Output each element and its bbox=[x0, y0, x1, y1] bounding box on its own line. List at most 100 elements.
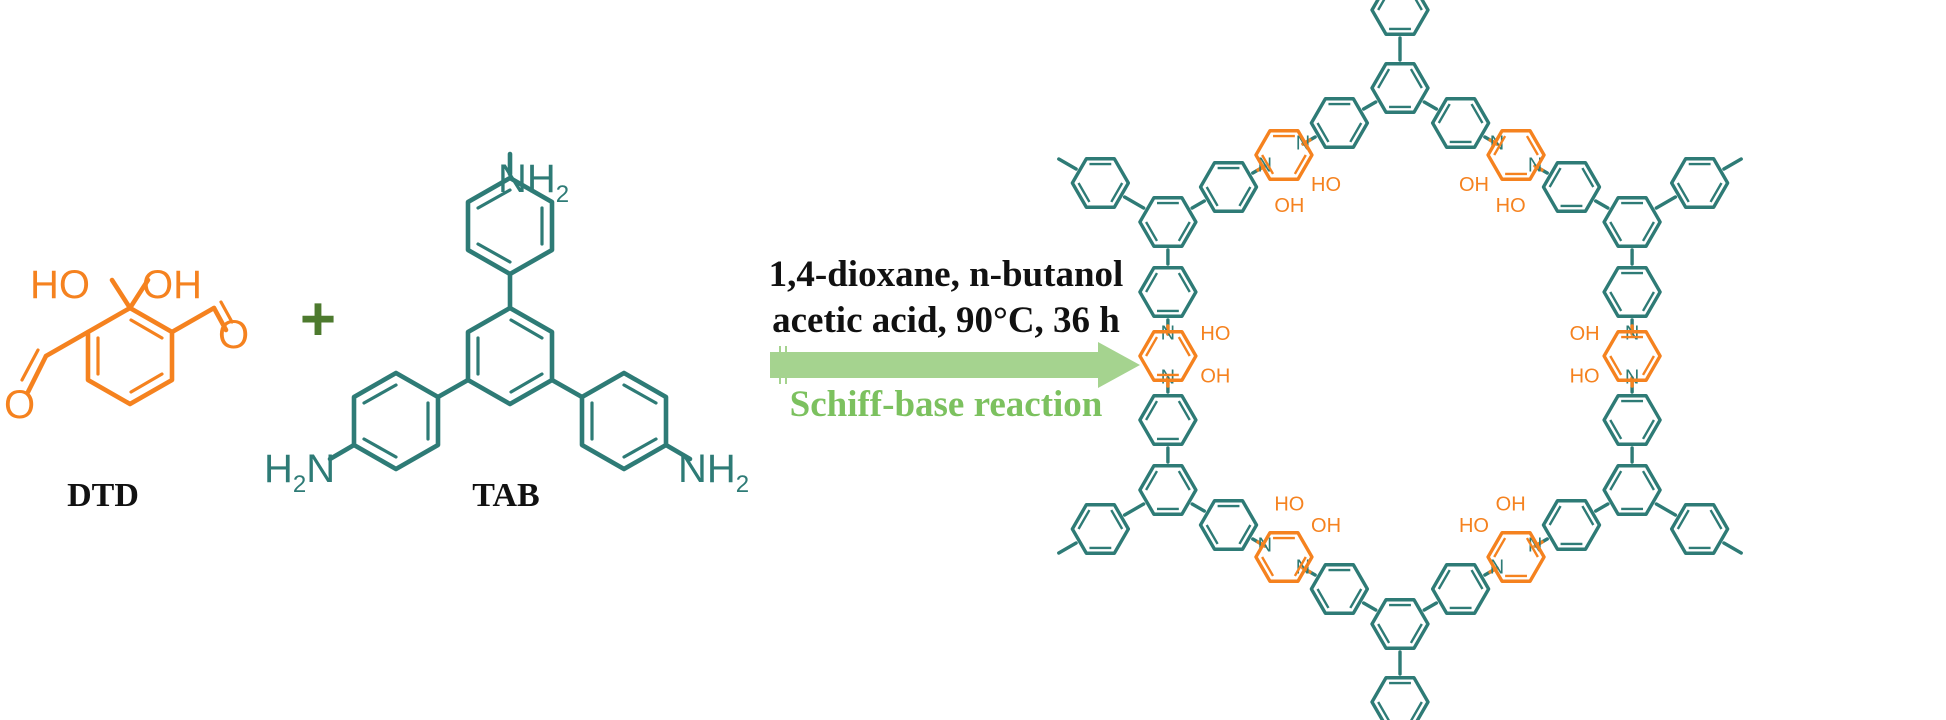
cof-imine-n-label: N bbox=[1161, 366, 1175, 388]
tab-h2n-left: H2N bbox=[264, 447, 335, 498]
cof-edge-bond bbox=[1190, 502, 1206, 513]
cof-edge-phenyl-ring bbox=[1430, 97, 1491, 149]
tab-molecule: NH2 H2N NH2 TAB bbox=[264, 151, 749, 514]
cof-edge-phenyl-ring bbox=[1309, 563, 1370, 615]
cof-ho-label: HO bbox=[1459, 515, 1489, 537]
dtd-o-right-label: O bbox=[218, 313, 249, 357]
cof-imine-n-label: N bbox=[1258, 154, 1272, 176]
dtd-aldehyde-left-bond bbox=[20, 348, 40, 382]
cof-methyl-bond bbox=[1057, 157, 1078, 171]
dtd-aldehyde-right-bond bbox=[219, 300, 234, 324]
cof-tab-core-ring bbox=[1602, 196, 1662, 248]
cof-edge-phenyl-ring bbox=[1541, 499, 1602, 551]
dtd-o-left-label: O bbox=[4, 383, 35, 427]
tab-arm-left bbox=[435, 377, 471, 400]
cof-node-outer-bond bbox=[1122, 195, 1146, 210]
cof-ho-label: HO bbox=[1570, 365, 1600, 387]
tab-central-ring bbox=[465, 305, 555, 407]
reaction-type-label: Schiff-base reaction bbox=[790, 384, 1103, 425]
tab-amine-bond-right bbox=[663, 442, 693, 462]
dtd-benzene-ring bbox=[85, 305, 175, 407]
cof-ho-label: HO bbox=[1274, 494, 1304, 516]
dtd-double-bond bbox=[129, 318, 164, 340]
cof-tab-core-ring bbox=[1370, 62, 1430, 114]
cof-methyl-bond bbox=[1722, 157, 1743, 171]
tab-nh2-top: NH2 bbox=[498, 157, 569, 208]
cof-dtd-ring bbox=[1138, 330, 1198, 382]
tab-ring-left bbox=[351, 370, 441, 472]
cof-edge-phenyl-ring bbox=[1309, 97, 1370, 149]
cof-edge-phenyl-ring bbox=[1602, 266, 1662, 318]
cof-edge-phenyl-ring bbox=[1138, 394, 1198, 446]
cof-edge-phenyl-ring bbox=[1430, 563, 1491, 615]
cof-edge-bond bbox=[1594, 502, 1610, 513]
cof-node-outer-bond bbox=[1654, 195, 1678, 210]
cof-tab-outer-ring bbox=[1370, 0, 1430, 36]
dtd-ho-label: HO bbox=[30, 263, 90, 307]
reaction-conditions-line1: 1,4-dioxane, n-butanol bbox=[769, 254, 1124, 295]
dtd-double-bond bbox=[129, 372, 164, 394]
cof-edge-bond bbox=[1361, 601, 1378, 612]
cof-edge-phenyl-ring bbox=[1602, 394, 1662, 446]
dtd-aldehyde-left-bond bbox=[25, 353, 49, 395]
cof-tab-core-ring bbox=[1370, 598, 1430, 650]
cof-oh-label: OH bbox=[1274, 195, 1304, 217]
cof-tab-outer-ring bbox=[1370, 676, 1430, 720]
cof-node-outer-bond bbox=[1122, 502, 1146, 517]
cof-imine-n-label: N bbox=[1490, 556, 1504, 578]
dtd-oh-bond-left bbox=[109, 277, 133, 311]
cof-ho-label: HO bbox=[1200, 323, 1230, 345]
tab-arm-right bbox=[549, 377, 585, 400]
tab-nh2-right: NH2 bbox=[678, 447, 749, 498]
cof-edge-bond bbox=[1190, 199, 1206, 210]
cof-tab-outer-ring bbox=[1070, 503, 1131, 555]
cof-dtd-ring bbox=[1486, 531, 1546, 583]
dtd-name: DTD bbox=[67, 477, 139, 514]
cof-methyl-bond bbox=[1722, 541, 1743, 555]
cof-oh-label: OH bbox=[1200, 365, 1230, 387]
cof-imine-n-label: N bbox=[1528, 154, 1542, 176]
cof-dtd-ring bbox=[1254, 531, 1314, 583]
dtd-oh-label: OH bbox=[142, 263, 202, 307]
cof-dtd-ring bbox=[1602, 330, 1662, 382]
cof-tab-outer-ring bbox=[1669, 503, 1730, 555]
cof-node-outer-bond bbox=[1654, 502, 1678, 517]
dtd-oh-bond-right bbox=[127, 277, 151, 311]
cof-ho-label: HO bbox=[1496, 195, 1526, 217]
cof-ho-label: HO bbox=[1311, 174, 1341, 196]
plus-sign: + bbox=[300, 285, 336, 354]
cof-imine-n-label: N bbox=[1625, 366, 1639, 388]
reaction-arrow bbox=[770, 342, 1140, 388]
cof-tab-core-ring bbox=[1602, 464, 1662, 516]
tab-ring-right bbox=[579, 370, 669, 472]
cof-oh-label: OH bbox=[1311, 515, 1341, 537]
cof-dtd-ring bbox=[1486, 129, 1546, 181]
cof-oh-label: OH bbox=[1496, 494, 1526, 516]
cof-edge-bond bbox=[1422, 601, 1439, 612]
cof-oh-label: OH bbox=[1570, 323, 1600, 345]
cof-edge-phenyl-ring bbox=[1138, 266, 1198, 318]
dtd-aldehyde-right-bond bbox=[211, 305, 229, 333]
dtd-aldehyde-left-bond bbox=[43, 329, 91, 359]
cof-edge-phenyl-ring bbox=[1198, 161, 1259, 213]
cof-tab-core-ring bbox=[1138, 196, 1198, 248]
cof-edge-bond bbox=[1361, 100, 1378, 111]
tab-name: TAB bbox=[472, 477, 539, 514]
reaction-conditions-line2: acetic acid, 90°C, 36 h bbox=[772, 300, 1120, 341]
cof-edge-bond bbox=[1422, 100, 1439, 111]
cof-tab-core-ring bbox=[1138, 464, 1198, 516]
cof-tab-outer-ring bbox=[1070, 157, 1131, 209]
cof-imine-n-label: N bbox=[1296, 556, 1310, 578]
dtd-aldehyde-right-bond bbox=[169, 305, 217, 335]
cof-oh-label: OH bbox=[1459, 174, 1489, 196]
cof-edge-phenyl-ring bbox=[1541, 161, 1602, 213]
cof-methyl-bond bbox=[1057, 541, 1078, 555]
tab-ring-top bbox=[465, 175, 555, 277]
cof-tab-outer-ring bbox=[1669, 157, 1730, 209]
dtd-molecule: HO OH O O DTD bbox=[4, 263, 249, 514]
cof-dtd-ring bbox=[1254, 129, 1314, 181]
cof-edge-phenyl-ring bbox=[1198, 499, 1259, 551]
cof-edge-bond bbox=[1594, 199, 1610, 210]
